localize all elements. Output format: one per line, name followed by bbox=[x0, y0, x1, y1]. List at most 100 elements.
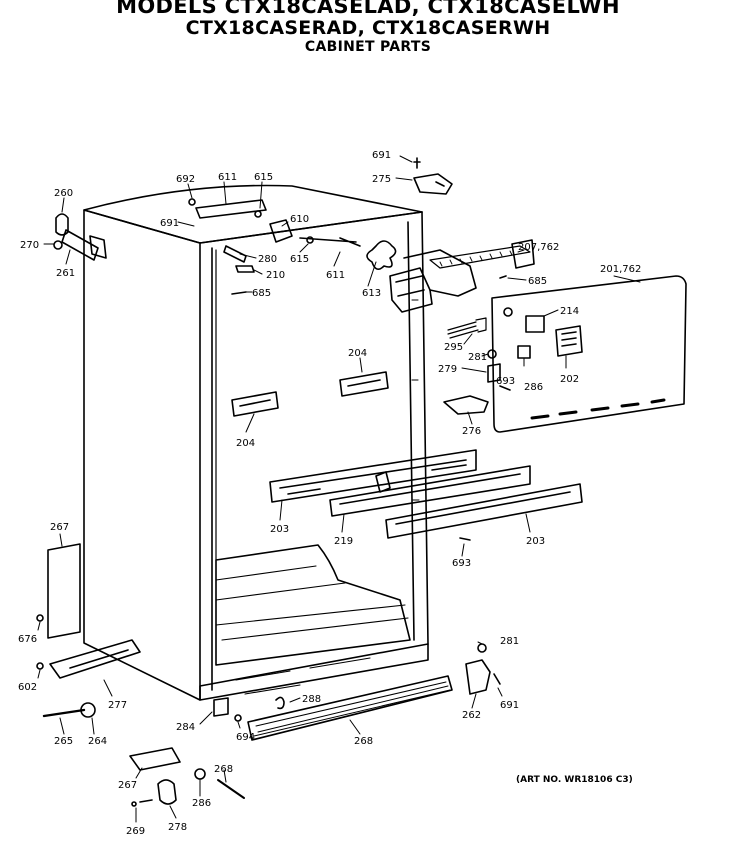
left-hinge-assembly bbox=[53, 213, 107, 261]
label-276-right: 276 bbox=[462, 426, 481, 437]
label-693-low: 693 bbox=[452, 558, 471, 569]
screw-694 bbox=[234, 714, 242, 722]
screw-693-low bbox=[459, 537, 471, 541]
cabinet-left-side bbox=[83, 209, 201, 701]
label-692: 692 bbox=[176, 174, 195, 185]
damper-rod-611 bbox=[299, 237, 361, 247]
screw-685-left bbox=[231, 291, 247, 295]
roller-278 bbox=[157, 779, 177, 805]
evaporator-fan-assembly bbox=[366, 239, 535, 313]
label-262: 262 bbox=[462, 710, 481, 721]
label-277: 277 bbox=[108, 700, 127, 711]
bottom-rail-slots bbox=[235, 657, 371, 695]
label-265: 265 bbox=[54, 736, 73, 747]
models-title-line-2: CTX18CASERAD, CTX18CASERWH bbox=[185, 17, 551, 39]
label-260: 260 bbox=[54, 188, 73, 199]
label-275: 275 bbox=[372, 174, 391, 185]
light-switch-276 bbox=[443, 395, 489, 415]
label-685-right: 685 bbox=[528, 276, 547, 287]
label-203-left: 203 bbox=[270, 524, 289, 535]
shelf-support-left-204 bbox=[231, 391, 279, 417]
label-219: 219 bbox=[334, 536, 353, 547]
cabinet-shell bbox=[83, 184, 429, 701]
label-280: 280 bbox=[258, 254, 277, 265]
label-210: 210 bbox=[266, 270, 285, 281]
wiring-harness-295 bbox=[447, 317, 487, 339]
label-691-left: 691 bbox=[160, 218, 179, 229]
part-number-labels: 691 275 692 611 615 260 270 261 691 610 … bbox=[18, 150, 641, 837]
hinge-275 bbox=[413, 173, 453, 195]
label-270: 270 bbox=[20, 240, 39, 251]
grille-ribs bbox=[253, 681, 451, 737]
left-lower-parts bbox=[36, 543, 245, 807]
screw-676 bbox=[36, 614, 44, 622]
channel-219 bbox=[329, 465, 531, 517]
damper-screw-692 bbox=[188, 198, 196, 206]
label-207-762: 207,762 bbox=[518, 242, 559, 253]
shelf-support-right-204 bbox=[339, 371, 389, 397]
heater-coil-207 bbox=[429, 245, 531, 269]
damper-bracket-611 bbox=[195, 199, 267, 219]
label-295: 295 bbox=[444, 342, 463, 353]
label-203-right: 203 bbox=[526, 536, 545, 547]
label-264: 264 bbox=[88, 736, 107, 747]
thermostat-279 bbox=[487, 363, 501, 383]
shelf-channels bbox=[269, 449, 583, 541]
screw-685-right bbox=[499, 275, 507, 279]
label-611-top: 611 bbox=[218, 172, 237, 183]
label-281-mid: 281 bbox=[468, 352, 487, 363]
clip-210 bbox=[235, 265, 255, 273]
control-panel-201 bbox=[443, 275, 687, 433]
label-214: 214 bbox=[560, 306, 579, 317]
label-691-low: 691 bbox=[500, 700, 519, 711]
label-269: 269 bbox=[126, 826, 145, 837]
label-288: 288 bbox=[302, 694, 321, 705]
clip-288 bbox=[275, 696, 285, 710]
label-268-bolt: 268 bbox=[214, 764, 233, 775]
spacer-284 bbox=[213, 697, 229, 717]
label-202: 202 bbox=[560, 374, 579, 385]
label-613: 613 bbox=[362, 288, 381, 299]
light-socket-214 bbox=[525, 315, 545, 333]
heater-end-bracket bbox=[511, 239, 535, 269]
cabinet-top bbox=[83, 184, 423, 244]
channel-203-upper bbox=[269, 449, 477, 503]
damper-screw-615 bbox=[254, 210, 262, 218]
hinge-arm-261 bbox=[61, 229, 99, 261]
channel-bracket bbox=[375, 471, 391, 493]
screw-281-low bbox=[477, 643, 487, 653]
fan-blade-613 bbox=[366, 240, 397, 270]
label-602: 602 bbox=[18, 682, 37, 693]
switch-286 bbox=[517, 345, 531, 359]
bolt-268 bbox=[217, 779, 245, 799]
section-title: CABINET PARTS bbox=[304, 39, 432, 55]
hinge-block bbox=[89, 235, 107, 259]
label-611-mid: 611 bbox=[326, 270, 345, 281]
label-279: 279 bbox=[438, 364, 457, 375]
cabinet-right-edge bbox=[421, 211, 429, 645]
leader-lines bbox=[37, 155, 641, 823]
bottom-rail bbox=[199, 643, 429, 701]
art-number: (ART NO. WR18106 C3) bbox=[516, 775, 633, 785]
crisper-floor bbox=[215, 544, 411, 666]
screw-602 bbox=[36, 662, 44, 670]
thermostat-280 bbox=[223, 245, 247, 263]
label-201-762: 201,762 bbox=[600, 264, 641, 275]
label-676: 676 bbox=[18, 634, 37, 645]
screw-693-mid bbox=[499, 385, 511, 391]
label-615-mid: 615 bbox=[290, 254, 309, 265]
label-685-left: 685 bbox=[252, 288, 271, 299]
panel-bottom-slots bbox=[530, 398, 666, 420]
label-281-low: 281 bbox=[500, 636, 519, 647]
label-267-left: 267 bbox=[50, 522, 69, 533]
hinge-cap-270 bbox=[53, 240, 63, 250]
damper-control-610 bbox=[269, 219, 293, 243]
control-panel-outline bbox=[491, 275, 687, 433]
label-693-mid: 693 bbox=[496, 376, 515, 387]
roller-bracket-267 bbox=[129, 747, 181, 771]
channel-203-lower bbox=[385, 483, 583, 539]
screw-269-line bbox=[139, 799, 153, 803]
label-204-right: 204 bbox=[348, 348, 367, 359]
